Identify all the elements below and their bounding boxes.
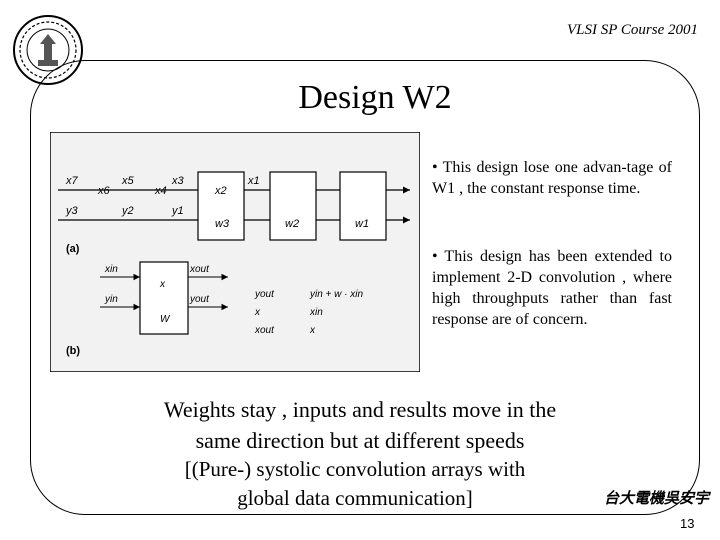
weight-w2: w2 xyxy=(285,218,299,230)
note-text: [(Pure-) systolic convolution arrays wit… xyxy=(125,455,585,513)
page-number: 13 xyxy=(680,516,695,531)
part-b-label: (b) xyxy=(66,345,80,357)
slide-title: Design W2 xyxy=(270,72,480,124)
weight-w1: w1 xyxy=(355,218,369,230)
cell-label-x2: x2 xyxy=(214,185,227,197)
equation-1-lhs: yout xyxy=(254,289,275,300)
label-x5: x5 xyxy=(121,175,135,187)
label-y3: y3 xyxy=(65,205,79,217)
label-x6: x6 xyxy=(97,185,111,197)
summary-line-2: same direction but at different speeds xyxy=(195,428,525,453)
cell-1 xyxy=(197,171,245,241)
cell-b-x: x xyxy=(159,279,166,290)
figure-part-a: x7 x6 x5 x4 x3 y3 y2 y1 x2 x1 w3 w2 w1 (… xyxy=(58,171,410,255)
equation-2-lhs: x xyxy=(254,307,261,318)
port-y-in: yin xyxy=(104,294,118,305)
cell-label-x1: x1 xyxy=(247,175,260,187)
label-x4: x4 xyxy=(154,185,167,197)
equation-1-rhs: yin + w · xin xyxy=(309,289,364,300)
part-a-label: (a) xyxy=(66,243,80,255)
equation-3-lhs: xout xyxy=(254,325,275,336)
author-signature: 台大電機吳安宇 xyxy=(604,491,710,507)
cell-b-w: W xyxy=(160,314,171,325)
equation-2-rhs: xin xyxy=(309,307,323,318)
weight-w3: w3 xyxy=(215,218,230,230)
systolic-array-figure: x7 x6 x5 x4 x3 y3 y2 y1 x2 x1 w3 w2 w1 (… xyxy=(50,132,420,372)
label-x7: x7 xyxy=(65,175,79,187)
label-y2: y2 xyxy=(121,205,134,217)
label-x3: x3 xyxy=(171,175,185,187)
figure-part-b: xin yin xout yout x W yout yin + w · xin… xyxy=(66,261,364,357)
cell-2 xyxy=(269,171,317,241)
port-y-out: yout xyxy=(189,294,210,305)
bullet-2: • This design has been extended to imple… xyxy=(432,248,672,328)
bullet-1: • This design lose one advan-tage of W1 … xyxy=(432,159,672,197)
cell-b xyxy=(139,261,189,335)
figure-background xyxy=(50,132,420,372)
summary-text: Weights stay , inputs and results move i… xyxy=(100,394,620,456)
summary-line-1: Weights stay , inputs and results move i… xyxy=(163,397,557,422)
slide-frame xyxy=(30,60,700,515)
note-line-1: [(Pure-) systolic convolution arrays wit… xyxy=(184,457,526,481)
note-line-2: global data communication] xyxy=(237,486,473,510)
equation-3-rhs: x xyxy=(309,325,316,336)
cell-3 xyxy=(339,171,387,241)
course-header: VLSI SP Course 2001 xyxy=(567,22,698,38)
label-y1: y1 xyxy=(171,205,184,217)
port-x-out: xout xyxy=(189,264,210,275)
port-x-in: xin xyxy=(104,264,118,275)
